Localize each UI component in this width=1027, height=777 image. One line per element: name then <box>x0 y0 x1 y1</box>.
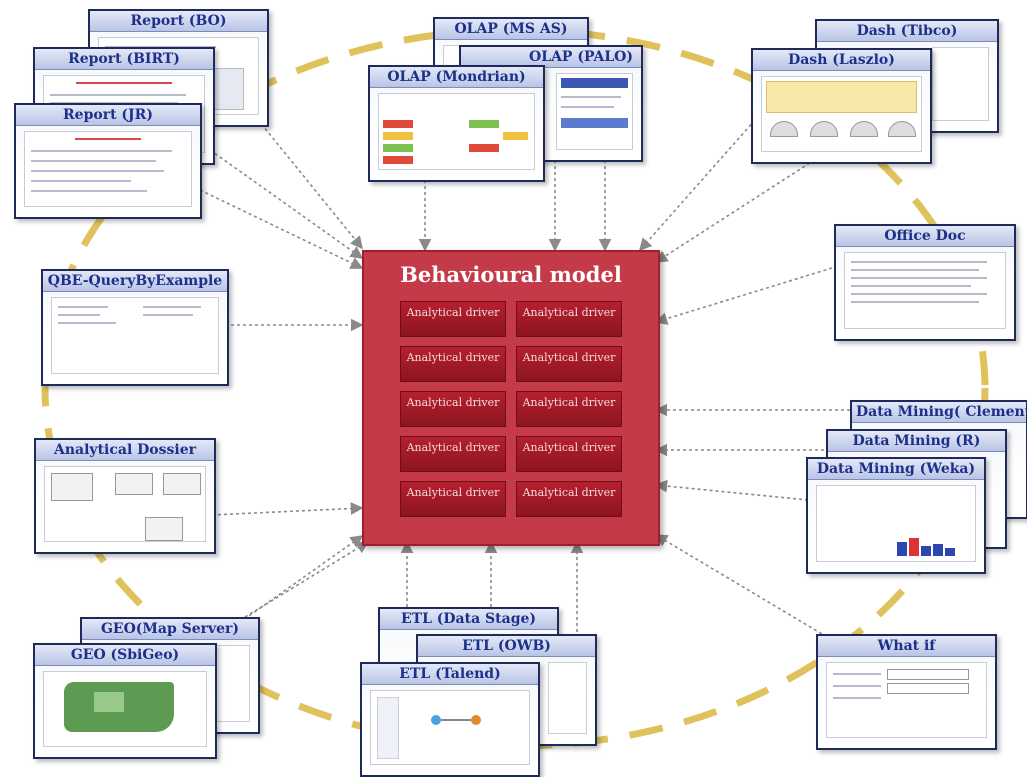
report-bo-label: Report (BO) <box>90 11 267 32</box>
analytical-dossier-thumbnail <box>44 466 206 542</box>
dm-weka-label: Data Mining (Weka) <box>808 459 984 480</box>
dash-tibco-label: Dash (Tibco) <box>817 21 997 42</box>
analytical-driver: Analytical driver <box>400 436 506 472</box>
etl-talend-label: ETL (Talend) <box>362 664 538 685</box>
etl-owb-thumbnail <box>548 662 587 734</box>
qbe-label: QBE-QueryByExample <box>43 271 227 292</box>
dash-laszlo-label: Dash (Laszlo) <box>753 50 930 71</box>
arrow-report-jr <box>199 189 364 269</box>
what-if-thumbnail <box>826 662 987 738</box>
geo-spigeo-card: GEO (SbiGeo) <box>33 643 217 759</box>
behavioural-model: Behavioural model Analytical driver Anal… <box>362 250 660 546</box>
olap-palo-label: OLAP (PALO) <box>461 47 641 68</box>
orbit-ring <box>41 26 989 750</box>
dm-clementine-label: Data Mining( Clementine) <box>852 402 1026 423</box>
analytical-dossier-card: Analytical Dossier <box>34 438 216 554</box>
geo-mapserver-thumbnail <box>212 645 250 722</box>
office-doc-thumbnail <box>844 252 1006 329</box>
arrow-office-doc <box>654 267 833 325</box>
etl-talend-thumbnail <box>370 690 530 765</box>
arrow-report-bo <box>249 109 364 250</box>
report-jr-thumbnail <box>24 131 192 207</box>
dash-laszlo-thumbnail <box>761 76 922 152</box>
analytical-driver: Analytical driver <box>400 346 506 382</box>
dm-r-label: Data Mining (R) <box>828 431 1005 452</box>
olap-mondrian-label: OLAP (Mondrian) <box>370 67 543 88</box>
geo-mapserver-label: GEO(Map Server) <box>82 619 258 640</box>
etl-talend-card: ETL (Talend) <box>360 662 540 777</box>
what-if-label: What if <box>818 636 995 657</box>
geo-spigeo-thumbnail <box>43 671 207 747</box>
report-jr-label: Report (JR) <box>16 105 200 126</box>
etl-datastage-label: ETL (Data Stage) <box>380 609 557 630</box>
olap-palo-thumbnail <box>556 73 633 150</box>
report-jr-card: Report (JR) <box>14 103 202 219</box>
olap-mondrian-thumbnail <box>378 93 535 170</box>
olap-mondrian-card: OLAP (Mondrian) <box>368 65 545 182</box>
dm-weka-thumbnail <box>816 485 976 562</box>
arrow-geo-mapserver <box>244 541 370 618</box>
dash-laszlo-card: Dash (Laszlo) <box>751 48 932 164</box>
arrow-what-if <box>654 534 833 641</box>
dash-tibco-thumbnail <box>932 47 989 121</box>
analytical-driver: Analytical driver <box>400 301 506 337</box>
arrow-dash-tibco <box>654 149 831 263</box>
arrow-dm-weka <box>654 479 809 501</box>
geo-spigeo-label: GEO (SbiGeo) <box>35 645 215 666</box>
olap-msas-label: OLAP (MS AS) <box>435 19 587 40</box>
arrow-dash-laszlo <box>638 119 756 252</box>
etl-owb-label: ETL (OWB) <box>418 636 595 657</box>
report-birt-label: Report (BIRT) <box>35 49 213 70</box>
office-doc-label: Office Doc <box>836 226 1014 247</box>
analytical-dossier-label: Analytical Dossier <box>36 440 214 461</box>
analytical-driver: Analytical driver <box>400 481 506 517</box>
analytical-driver: Analytical driver <box>516 346 622 382</box>
analytical-driver: Analytical driver <box>516 436 622 472</box>
analytical-driver: Analytical driver <box>516 301 622 337</box>
dm-weka-card: Data Mining (Weka) <box>806 457 986 574</box>
what-if-card: What if <box>816 634 997 750</box>
qbe-card: QBE-QueryByExample <box>41 269 229 386</box>
analytical-driver: Analytical driver <box>516 481 622 517</box>
behavioural-model-title: Behavioural model <box>400 262 622 287</box>
office-doc-card: Office Doc <box>834 224 1016 341</box>
arrow-report-birt <box>209 149 364 259</box>
arrow-dossier <box>211 502 364 516</box>
qbe-thumbnail <box>51 297 219 374</box>
analytical-driver: Analytical driver <box>516 391 622 427</box>
analytical-driver: Analytical driver <box>400 391 506 427</box>
